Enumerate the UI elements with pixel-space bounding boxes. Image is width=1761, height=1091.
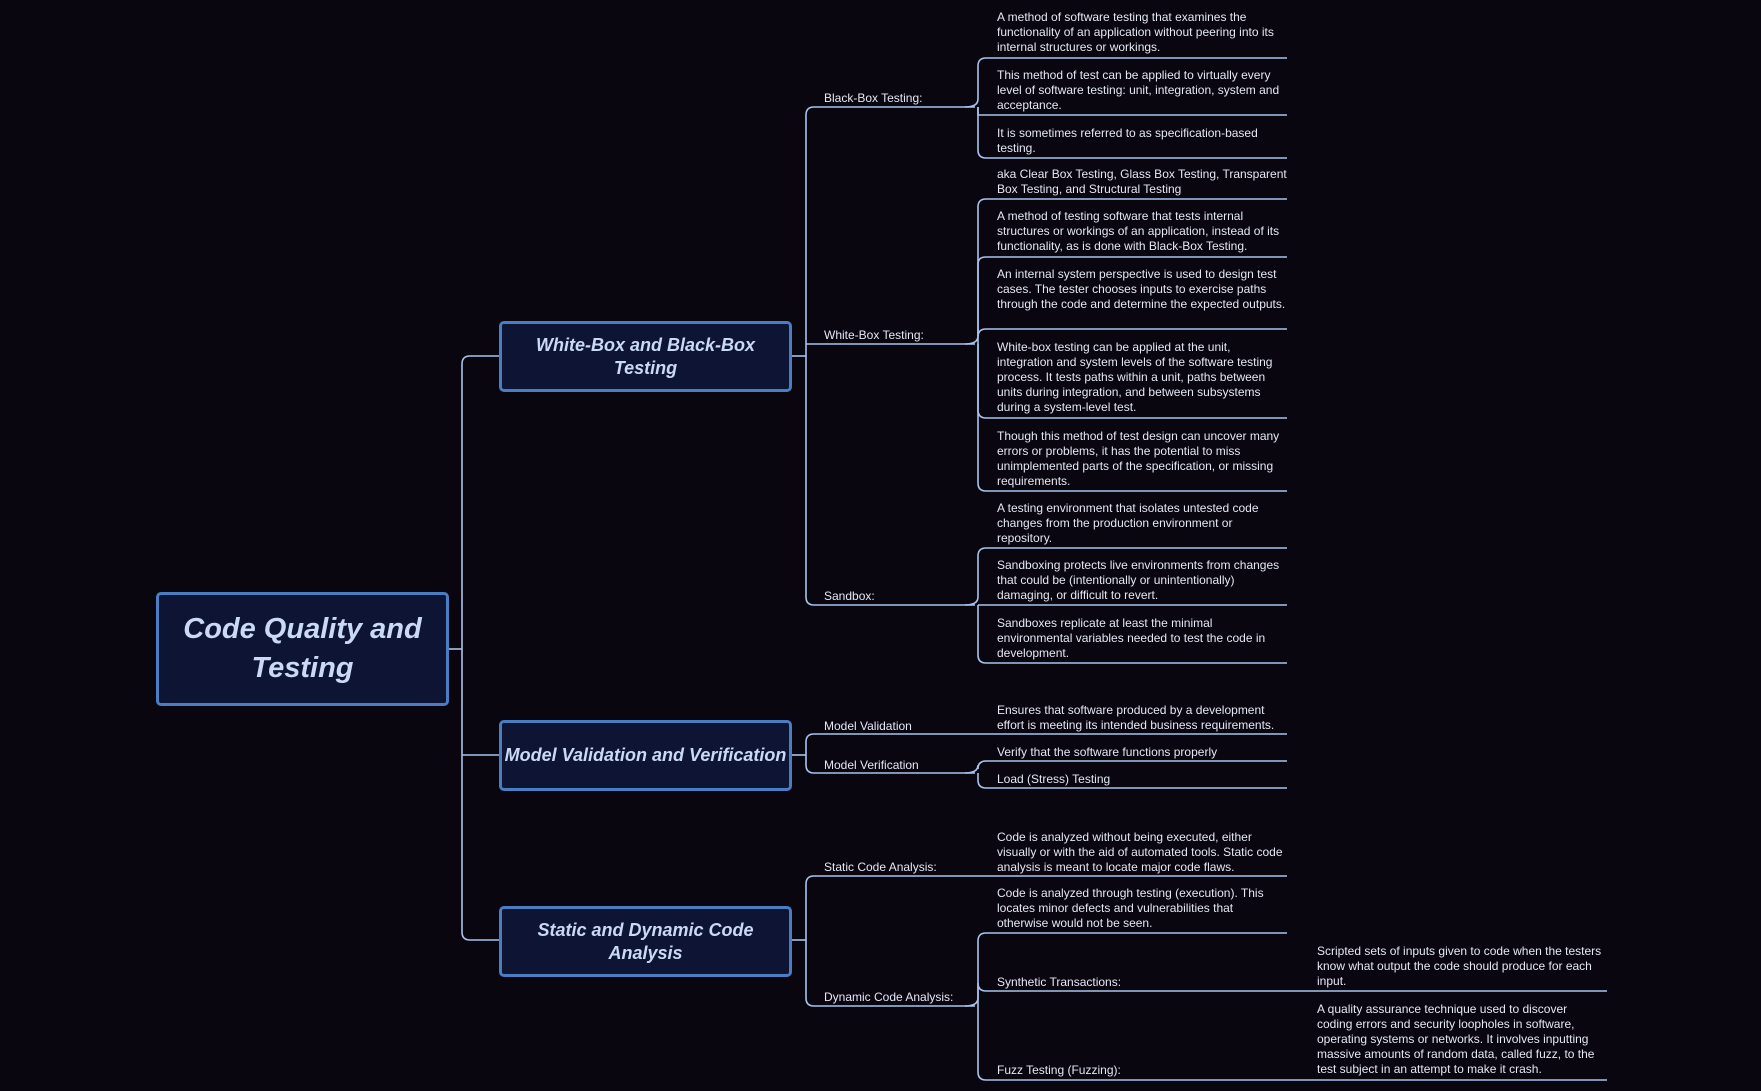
note-sandbox-1: A testing environment that isolates unte…	[997, 501, 1259, 545]
topic-black-box-testing[interactable]: Black-Box Testing:	[824, 91, 923, 105]
branch-title: White-Box and Black-Box Testing	[535, 334, 756, 378]
root-title: Code Quality and Testing	[183, 613, 422, 684]
note-white-box-4: White-box testing can be applied at the …	[997, 340, 1273, 414]
topic-static-code-analysis[interactable]: Static Code Analysis:	[824, 860, 937, 874]
note-black-box-3: It is sometimes referred to as specifica…	[997, 126, 1258, 155]
topic-dynamic-code-analysis[interactable]: Dynamic Code Analysis:	[824, 990, 954, 1004]
subtopic-synthetic-transactions[interactable]: Synthetic Transactions:	[997, 975, 1122, 989]
branch-node-whitebox-blackbox[interactable]: White-Box and Black-Box Testing	[499, 321, 792, 392]
note-dynamic-code-analysis: Code is analyzed through testing (execut…	[997, 886, 1264, 930]
note-white-box-1: aka Clear Box Testing, Glass Box Testing…	[997, 167, 1287, 196]
topic-white-box-testing[interactable]: White-Box Testing:	[824, 328, 924, 342]
topic-sandbox[interactable]: Sandbox:	[824, 589, 875, 603]
topic-model-validation[interactable]: Model Validation	[824, 719, 912, 733]
branch-node-model-validation[interactable]: Model Validation and Verification	[499, 720, 792, 791]
note-model-verification-2: Load (Stress) Testing	[997, 772, 1111, 786]
subtopic-fuzz-testing[interactable]: Fuzz Testing (Fuzzing):	[997, 1063, 1121, 1077]
note-fuzz-testing: A quality assurance technique used to di…	[1317, 1002, 1595, 1076]
note-black-box-1: A method of software testing that examin…	[997, 10, 1274, 54]
topic-model-verification[interactable]: Model Verification	[824, 758, 919, 772]
note-black-box-2: This method of test can be applied to vi…	[997, 68, 1280, 112]
branch-title: Model Validation and Verification	[504, 745, 787, 765]
note-white-box-5: Though this method of test design can un…	[997, 429, 1280, 488]
note-static-code-analysis: Code is analyzed without being executed,…	[997, 830, 1283, 874]
note-model-verification-1: Verify that the software functions prope…	[997, 745, 1218, 759]
note-sandbox-3: Sandboxes replicate at least the minimal…	[997, 616, 1266, 660]
root-node[interactable]: Code Quality and Testing	[156, 592, 449, 706]
note-white-box-3: An internal system perspective is used t…	[997, 267, 1286, 311]
note-sandbox-2: Sandboxing protects live environments fr…	[997, 558, 1280, 602]
note-model-validation: Ensures that software produced by a deve…	[997, 703, 1275, 732]
note-synthetic-transactions: Scripted sets of inputs given to code wh…	[1317, 944, 1602, 988]
branch-title: Static and Dynamic Code Analysis	[537, 919, 754, 963]
branch-node-code-analysis[interactable]: Static and Dynamic Code Analysis	[499, 906, 792, 977]
note-white-box-2: A method of testing software that tests …	[997, 209, 1280, 253]
